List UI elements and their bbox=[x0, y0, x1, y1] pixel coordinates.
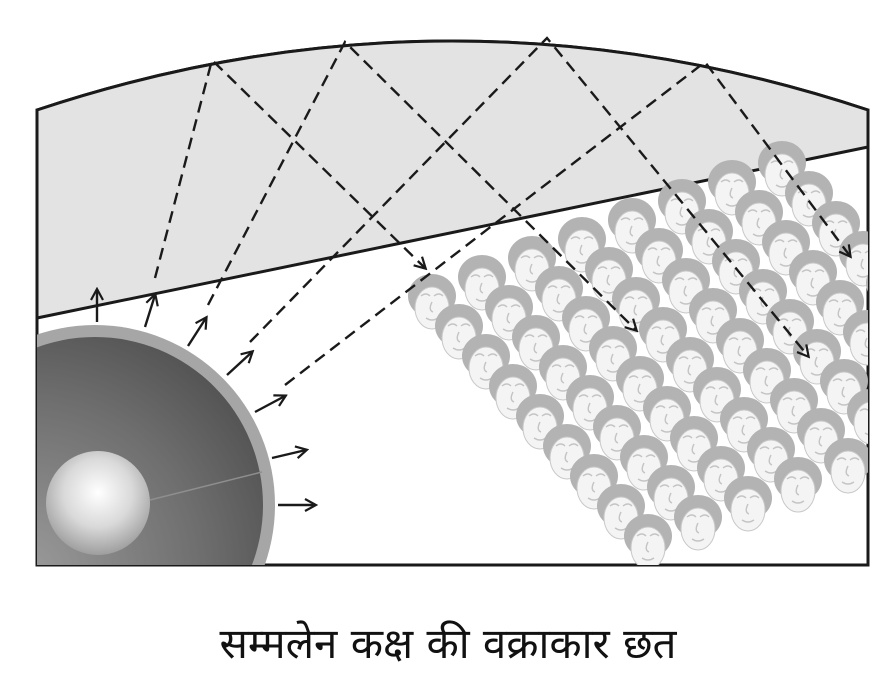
listener-head-icon bbox=[824, 438, 868, 494]
curved-ceiling-diagram bbox=[35, 36, 896, 567]
listener-head-icon bbox=[866, 274, 868, 292]
reflection-path bbox=[284, 60, 850, 386]
listener-head-icon bbox=[543, 424, 591, 480]
listener-head-icon bbox=[508, 236, 556, 292]
listener-head-icon bbox=[597, 484, 645, 540]
listener-head-icon bbox=[697, 446, 745, 502]
sound-arrow bbox=[254, 396, 285, 414]
reflection-path bbox=[206, 40, 636, 330]
listener-head-icon bbox=[639, 307, 687, 363]
listener-head-icon bbox=[774, 457, 822, 513]
listener-head-icon bbox=[847, 389, 868, 445]
listener-head-icon bbox=[516, 394, 564, 450]
sound-arrow bbox=[186, 318, 206, 347]
sound-arrow bbox=[143, 295, 155, 328]
listener-head-icon bbox=[693, 367, 741, 423]
direct-sound-arrows bbox=[97, 290, 315, 505]
loudspeaker-icon bbox=[37, 325, 275, 565]
listener-head-icon bbox=[562, 296, 610, 352]
listener-head-icon bbox=[720, 397, 768, 453]
listener-head-icon bbox=[843, 310, 868, 366]
listener-head-icon bbox=[870, 340, 896, 395]
reflected-sound-paths bbox=[153, 36, 850, 386]
listener-head-icon bbox=[558, 217, 606, 273]
listener-head-icon bbox=[724, 476, 772, 532]
reflection-path bbox=[249, 36, 808, 356]
listener-head-icon bbox=[674, 495, 722, 551]
audience bbox=[408, 141, 896, 565]
listener-head-icon bbox=[874, 419, 896, 474]
reflection-path bbox=[153, 57, 425, 279]
speaker-dome bbox=[46, 451, 150, 555]
listener-head-icon bbox=[616, 356, 664, 412]
diagram-caption: सम्मलेन कक्ष की वक्राकार छत bbox=[219, 619, 677, 668]
listener-head-icon bbox=[624, 514, 672, 565]
sound-arrow bbox=[226, 352, 252, 376]
listener-head-icon bbox=[839, 231, 868, 287]
curved-ceiling bbox=[35, 39, 870, 320]
listener-head-icon bbox=[539, 345, 587, 401]
listener-head-icon bbox=[758, 141, 806, 197]
sound-arrow bbox=[271, 450, 306, 460]
